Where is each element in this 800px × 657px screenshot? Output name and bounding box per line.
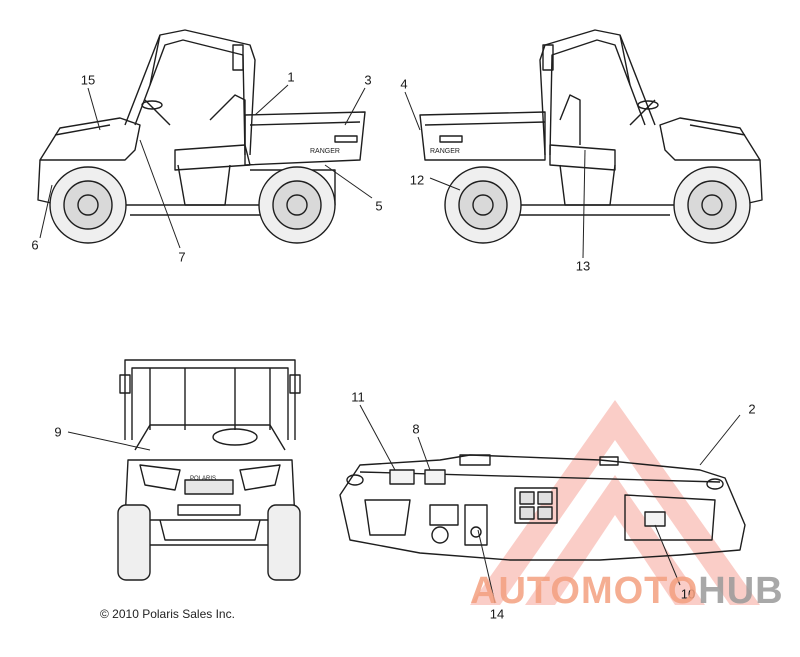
vehicle-right-side-view: RANGER	[419, 29, 763, 244]
callout-7: 7	[178, 249, 186, 265]
callout-6: 6	[31, 237, 39, 253]
svg-text:RANGER: RANGER	[310, 148, 340, 155]
vehicle-left-side-view: RANGER	[37, 29, 366, 244]
svg-text:RANGER: RANGER	[430, 148, 460, 155]
callout-12: 12	[409, 172, 425, 188]
callout-8: 8	[412, 421, 420, 437]
callout-15: 15	[80, 72, 96, 88]
watermark-part-2: HUB	[698, 570, 784, 612]
callout-3: 3	[364, 72, 372, 88]
callout-13: 13	[575, 258, 591, 274]
callout-2: 2	[748, 401, 756, 417]
watermark-text: AUTOMOTOHUB	[470, 570, 784, 613]
callout-11: 11	[351, 389, 365, 405]
callout-5: 5	[375, 198, 383, 214]
callout-4: 4	[400, 76, 408, 92]
watermark-part-1: AUTOMOTO	[470, 570, 699, 612]
leader-lines	[39, 84, 741, 604]
callout-10: 10	[680, 586, 696, 602]
dashboard-assembly	[339, 454, 746, 561]
callout-14: 14	[489, 606, 505, 622]
callout-1: 1	[287, 69, 295, 85]
copyright-notice: © 2010 Polaris Sales Inc.	[100, 607, 235, 621]
svg-text:POLARIS: POLARIS	[190, 476, 216, 482]
callout-9: 9	[54, 424, 62, 440]
vehicle-front-view: POLARIS	[117, 359, 301, 581]
